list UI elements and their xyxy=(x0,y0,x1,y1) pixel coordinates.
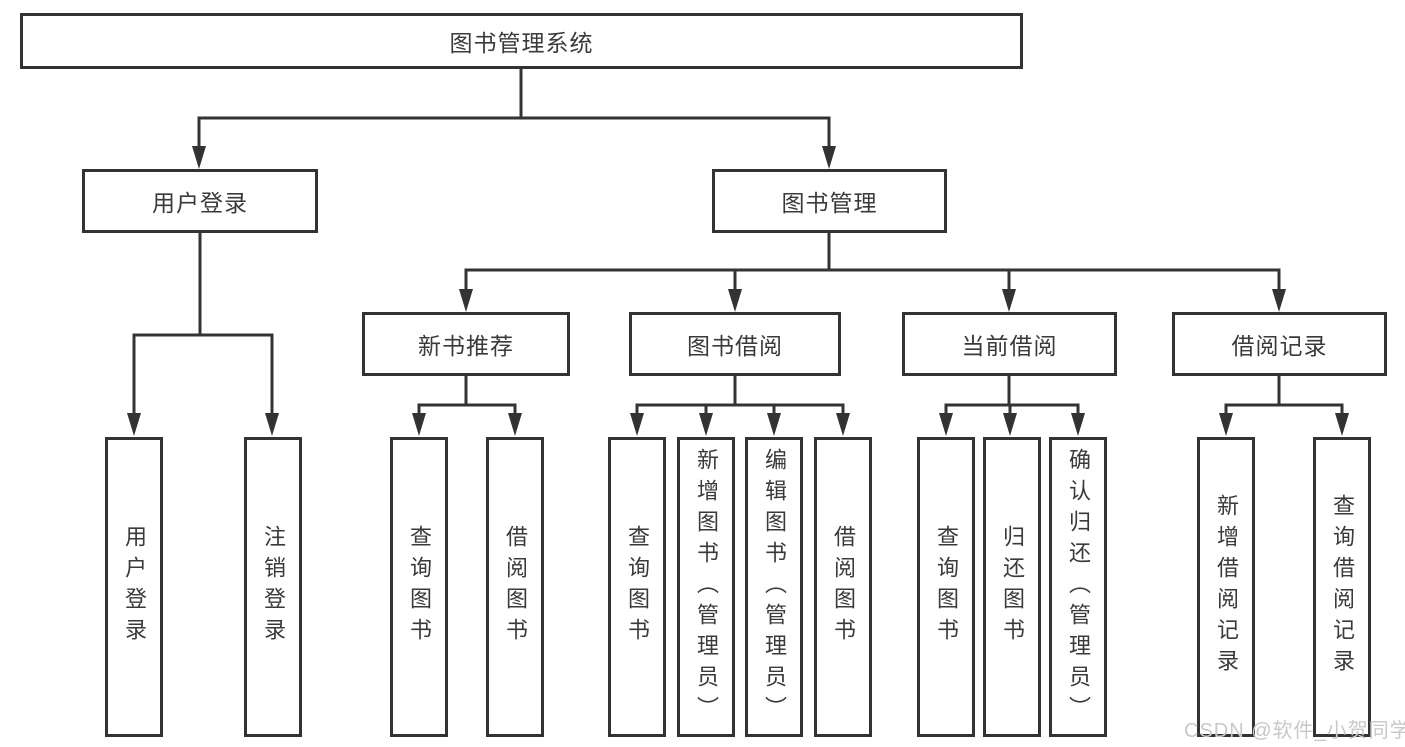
leaf-label: 借阅图书 xyxy=(831,525,856,649)
watermark: CSDN @软件_小贺同学 xyxy=(1184,720,1405,742)
leaf-label: 查询图书 xyxy=(407,525,432,649)
arrowhead-down xyxy=(1219,413,1233,436)
arrowhead-down xyxy=(630,413,644,436)
arrowhead-down xyxy=(699,413,713,436)
leaf-label: 确认归还（管理员） xyxy=(1066,447,1091,727)
arrowhead-down xyxy=(1272,289,1286,312)
node-label: 图书管理 xyxy=(781,190,878,216)
arrowhead-down xyxy=(822,146,836,169)
connector-bookmgmt-to-level3 xyxy=(464,231,1281,294)
leaf-label: 借阅图书 xyxy=(503,525,528,649)
leaf-edit-book-admin: 编辑图书（管理员） xyxy=(745,437,803,737)
arrowhead-down xyxy=(836,413,850,436)
node-book-management: 图书管理 xyxy=(712,169,947,233)
arrowhead-down xyxy=(728,289,742,312)
arrowhead-down xyxy=(265,413,279,436)
leaf-query-borrow-record: 查询借阅记录 xyxy=(1313,437,1371,737)
leaf-label: 查询图书 xyxy=(934,525,959,649)
leaf-user-login: 用户登录 xyxy=(105,437,163,737)
connector-borrow-to-leaves xyxy=(635,374,845,419)
leaf-label: 编辑图书（管理员） xyxy=(762,447,787,727)
leaf-label: 用户登录 xyxy=(122,525,147,649)
leaf-query-books-borrow: 查询图书 xyxy=(608,437,666,737)
leaf-label: 查询借阅记录 xyxy=(1330,494,1355,680)
leaf-query-books-current: 查询图书 xyxy=(917,437,975,737)
leaf-logout: 注销登录 xyxy=(244,437,302,737)
leaf-borrow-books-recommend: 借阅图书 xyxy=(486,437,544,737)
arrowhead-down xyxy=(508,413,522,436)
node-label: 图书借阅 xyxy=(687,333,783,359)
leaf-label: 注销登录 xyxy=(261,525,286,649)
connector-records-to-leaves xyxy=(1224,374,1344,419)
root-node-label: 图书管理系统 xyxy=(449,30,594,56)
root-node-box: 图书管理系统 xyxy=(20,13,1023,69)
node-borrow-records: 借阅记录 xyxy=(1172,312,1387,376)
leaf-add-book-admin: 新增图书（管理员） xyxy=(677,437,735,737)
leaf-label: 新增借阅记录 xyxy=(1214,494,1239,680)
connector-recommend-to-leaves xyxy=(417,374,517,419)
arrowhead-down xyxy=(127,413,141,436)
leaf-borrow-books: 借阅图书 xyxy=(814,437,872,737)
leaf-label: 归还图书 xyxy=(1000,525,1025,649)
connector-current-to-leaves xyxy=(944,374,1080,419)
connector-userlogin-to-leaves xyxy=(132,231,274,418)
node-label: 当前借阅 xyxy=(961,333,1058,359)
arrowhead-down xyxy=(1335,413,1349,436)
node-book-borrow: 图书借阅 xyxy=(629,312,841,376)
arrowhead-down xyxy=(192,146,206,169)
arrowhead-down xyxy=(1002,289,1016,312)
node-label: 用户登录 xyxy=(152,190,248,216)
arrowhead-down xyxy=(412,413,426,436)
arrowhead-down xyxy=(1071,413,1085,436)
node-user-login: 用户登录 xyxy=(82,169,318,233)
leaf-label: 新增图书（管理员） xyxy=(694,447,719,727)
arrowhead-down xyxy=(1003,413,1017,436)
node-new-book-recommend: 新书推荐 xyxy=(362,312,570,376)
leaf-query-books-recommend: 查询图书 xyxy=(390,437,448,737)
leaf-return-books: 归还图书 xyxy=(983,437,1041,737)
leaf-confirm-return-admin: 确认归还（管理员） xyxy=(1049,437,1107,737)
node-label: 新书推荐 xyxy=(418,333,514,359)
node-label: 借阅记录 xyxy=(1231,333,1328,359)
leaf-add-borrow-record: 新增借阅记录 xyxy=(1197,437,1255,737)
leaf-label: 查询图书 xyxy=(625,525,650,649)
connector-root-to-level2 xyxy=(197,66,831,151)
arrowhead-down xyxy=(767,413,781,436)
arrowhead-down xyxy=(459,289,473,312)
node-current-borrow: 当前借阅 xyxy=(902,312,1117,376)
arrowhead-down xyxy=(939,413,953,436)
